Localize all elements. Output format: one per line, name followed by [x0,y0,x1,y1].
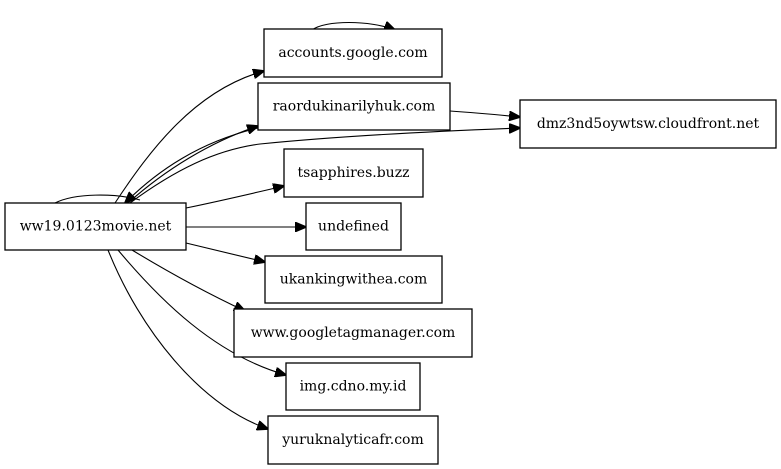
node-tsapphires[interactable]: tsapphires.buzz [283,148,424,198]
node-ww19-0123movie[interactable]: ww19.0123movie.net [4,202,187,251]
edge-raordu-to-source [125,127,259,203]
node-yuruknalyticafr[interactable]: yuruknalyticafr.com [267,415,439,465]
edge-raordu-to-cloudfront [449,110,520,117]
node-label: ukankingwithea.com [280,272,428,288]
node-cloudfront[interactable]: dmz3nd5oywtsw.cloudfront.net [519,99,777,149]
node-label: accounts.google.com [278,45,427,61]
node-label: tsapphires.buzz [298,165,410,181]
node-label: www.googletagmanager.com [251,325,456,341]
node-img-cdno[interactable]: img.cdno.my.id [285,362,421,411]
node-googletagmanager[interactable]: www.googletagmanager.com [233,308,473,358]
node-ukankingwithea[interactable]: ukankingwithea.com [264,255,443,304]
node-undefined[interactable]: undefined [305,202,402,251]
edge-source-to-accounts [114,71,264,204]
edge-accounts-self-loop [311,23,395,31]
edge-source-to-cloudfront [129,128,520,204]
edge-source-to-yuruk [107,249,268,429]
node-label: yuruknalyticafr.com [281,432,424,448]
edge-source-self-loop [54,194,141,204]
edge-source-to-tsapphires [185,186,284,209]
node-label: undefined [318,219,389,235]
node-label: raordukinarilyhuk.com [273,99,436,115]
node-label: img.cdno.my.id [300,379,407,395]
edge-source-to-gtm [131,249,245,311]
node-raordukinarilyhuk[interactable]: raordukinarilyhuk.com [257,82,451,131]
edge-source-to-cdno [117,249,286,375]
node-label: ww19.0123movie.net [20,219,172,235]
edge-source-to-ukanking [185,242,265,262]
edges [54,23,520,430]
node-accounts-google[interactable]: accounts.google.com [263,28,443,78]
node-label: dmz3nd5oywtsw.cloudfront.net [537,116,760,132]
